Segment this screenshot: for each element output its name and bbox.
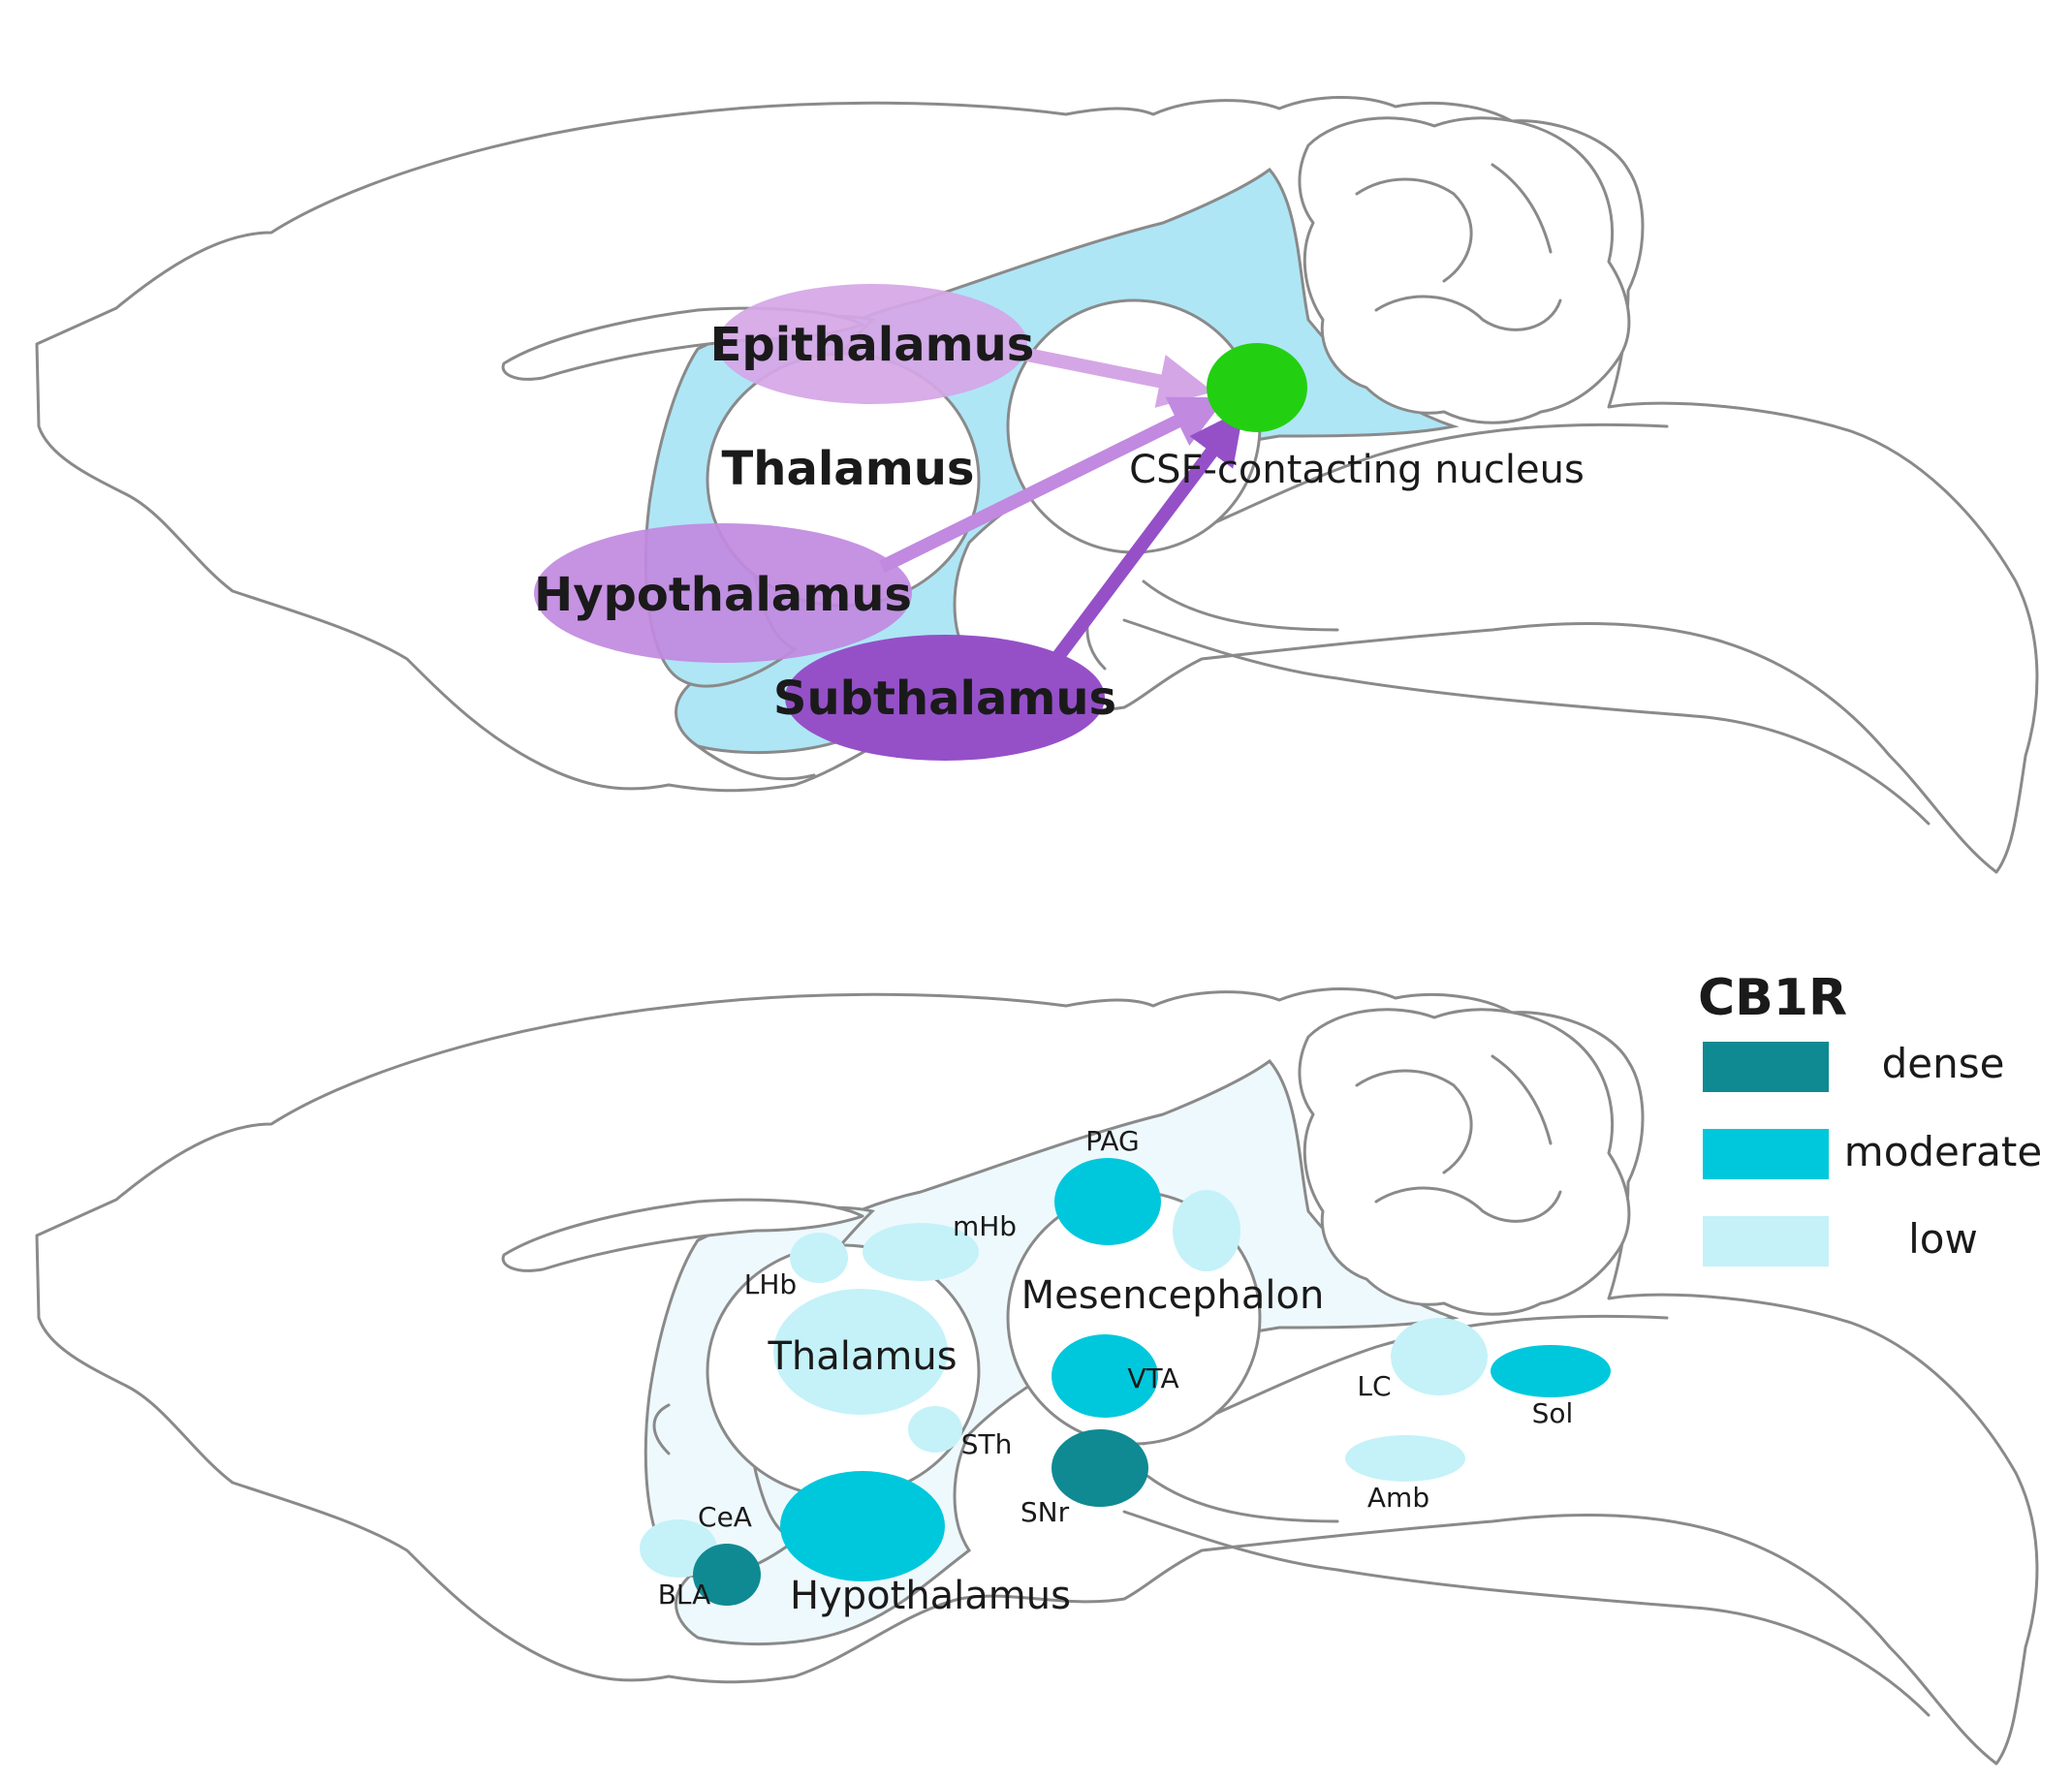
legend-swatch-low bbox=[1703, 1216, 1829, 1267]
bottom-cerebellum bbox=[1298, 1008, 1631, 1316]
mhb-label: mHb bbox=[953, 1210, 1017, 1242]
top-brainstem-line-3 bbox=[1142, 579, 1339, 632]
arrow-hypothalamus-to-csf bbox=[878, 396, 1227, 574]
arrow-subthalamus-to-csf bbox=[1051, 409, 1244, 664]
top-brainstem-line-2 bbox=[1122, 618, 1931, 826]
bottom-olfactory-bulge bbox=[652, 1403, 671, 1455]
snr-label: SNr bbox=[1020, 1496, 1070, 1528]
legend-swatch-moderate bbox=[1703, 1129, 1829, 1179]
top-cerebellum bbox=[1298, 116, 1631, 424]
top-panel: Epithalamus Thalamus Hypothalamus Subtha… bbox=[35, 96, 2039, 874]
bla-region bbox=[693, 1544, 761, 1606]
epithalamus-ellipse bbox=[717, 284, 1027, 404]
sol-region bbox=[1491, 1345, 1611, 1397]
mesencephalon-label: Mesencephalon bbox=[1021, 1273, 1325, 1318]
subthalamus-label: Subthalamus bbox=[773, 672, 1116, 726]
lc-region bbox=[1391, 1318, 1488, 1395]
bottom-cerebellum-fold-2 bbox=[1374, 1186, 1562, 1223]
csf-nucleus-ellipse bbox=[1207, 343, 1307, 432]
vta-region bbox=[1052, 1334, 1158, 1418]
hypothalamus-label-top: Hypothalamus bbox=[534, 568, 912, 622]
sth-region bbox=[908, 1406, 962, 1453]
mhb-region bbox=[863, 1223, 979, 1281]
legend-swatch-dense bbox=[1703, 1042, 1829, 1092]
top-pituitary bbox=[696, 744, 816, 781]
top-cerebellum-fold-3 bbox=[1491, 163, 1553, 254]
bla-label: BLA bbox=[658, 1579, 711, 1611]
amb-label: Amb bbox=[1367, 1482, 1429, 1514]
csf-nucleus-label: CSF-contacting nucleus bbox=[1129, 448, 1585, 492]
bottom-panel: PAG mHb LHb Mesencephalon Thalamus VTA L… bbox=[35, 987, 2039, 1766]
pag-adjacent-region bbox=[1173, 1190, 1240, 1271]
lc-label: LC bbox=[1357, 1370, 1391, 1402]
thalamus-label-top: Thalamus bbox=[722, 442, 975, 496]
legend-label-dense: dense bbox=[1882, 1040, 2005, 1087]
legend: CB1R dense moderate low bbox=[1698, 969, 2042, 1267]
pag-region bbox=[1054, 1158, 1161, 1245]
sol-label: Sol bbox=[1532, 1397, 1574, 1429]
legend-title: CB1R bbox=[1698, 969, 1847, 1027]
top-cerebellum-fold-2 bbox=[1374, 295, 1562, 331]
cea-label: CeA bbox=[698, 1501, 752, 1533]
hypothalamus-label-bottom: Hypothalamus bbox=[790, 1574, 1071, 1618]
top-mesencephalon-region bbox=[1006, 298, 1262, 554]
bottom-brainstem-line-2 bbox=[1122, 1510, 1931, 1717]
hypothalamus-region bbox=[780, 1471, 945, 1581]
thalamus-region bbox=[773, 1289, 948, 1415]
snr-region bbox=[1052, 1429, 1148, 1507]
subthalamus-ellipse bbox=[785, 635, 1105, 761]
bottom-cerebellum-fold-3 bbox=[1491, 1054, 1553, 1145]
legend-label-moderate: moderate bbox=[1844, 1128, 2042, 1175]
sth-label: STh bbox=[961, 1428, 1013, 1460]
bottom-cerebellum-fold-1 bbox=[1355, 1069, 1473, 1174]
amb-region bbox=[1345, 1435, 1465, 1482]
vta-label: VTA bbox=[1127, 1362, 1178, 1394]
pag-label: PAG bbox=[1085, 1125, 1139, 1157]
thalamus-label-bottom: Thalamus bbox=[767, 1334, 957, 1379]
arrow-epithalamus-to-csf bbox=[1011, 345, 1213, 408]
lhb-region bbox=[790, 1233, 848, 1283]
lhb-label: LHb bbox=[744, 1268, 797, 1300]
hypothalamus-ellipse bbox=[534, 523, 912, 663]
legend-label-low: low bbox=[1908, 1215, 1978, 1263]
bottom-fornix-arc bbox=[501, 1198, 864, 1272]
bottom-brainstem-line-3 bbox=[1142, 1471, 1339, 1523]
epithalamus-label: Epithalamus bbox=[710, 318, 1035, 372]
top-cerebellum-fold-1 bbox=[1355, 177, 1473, 283]
